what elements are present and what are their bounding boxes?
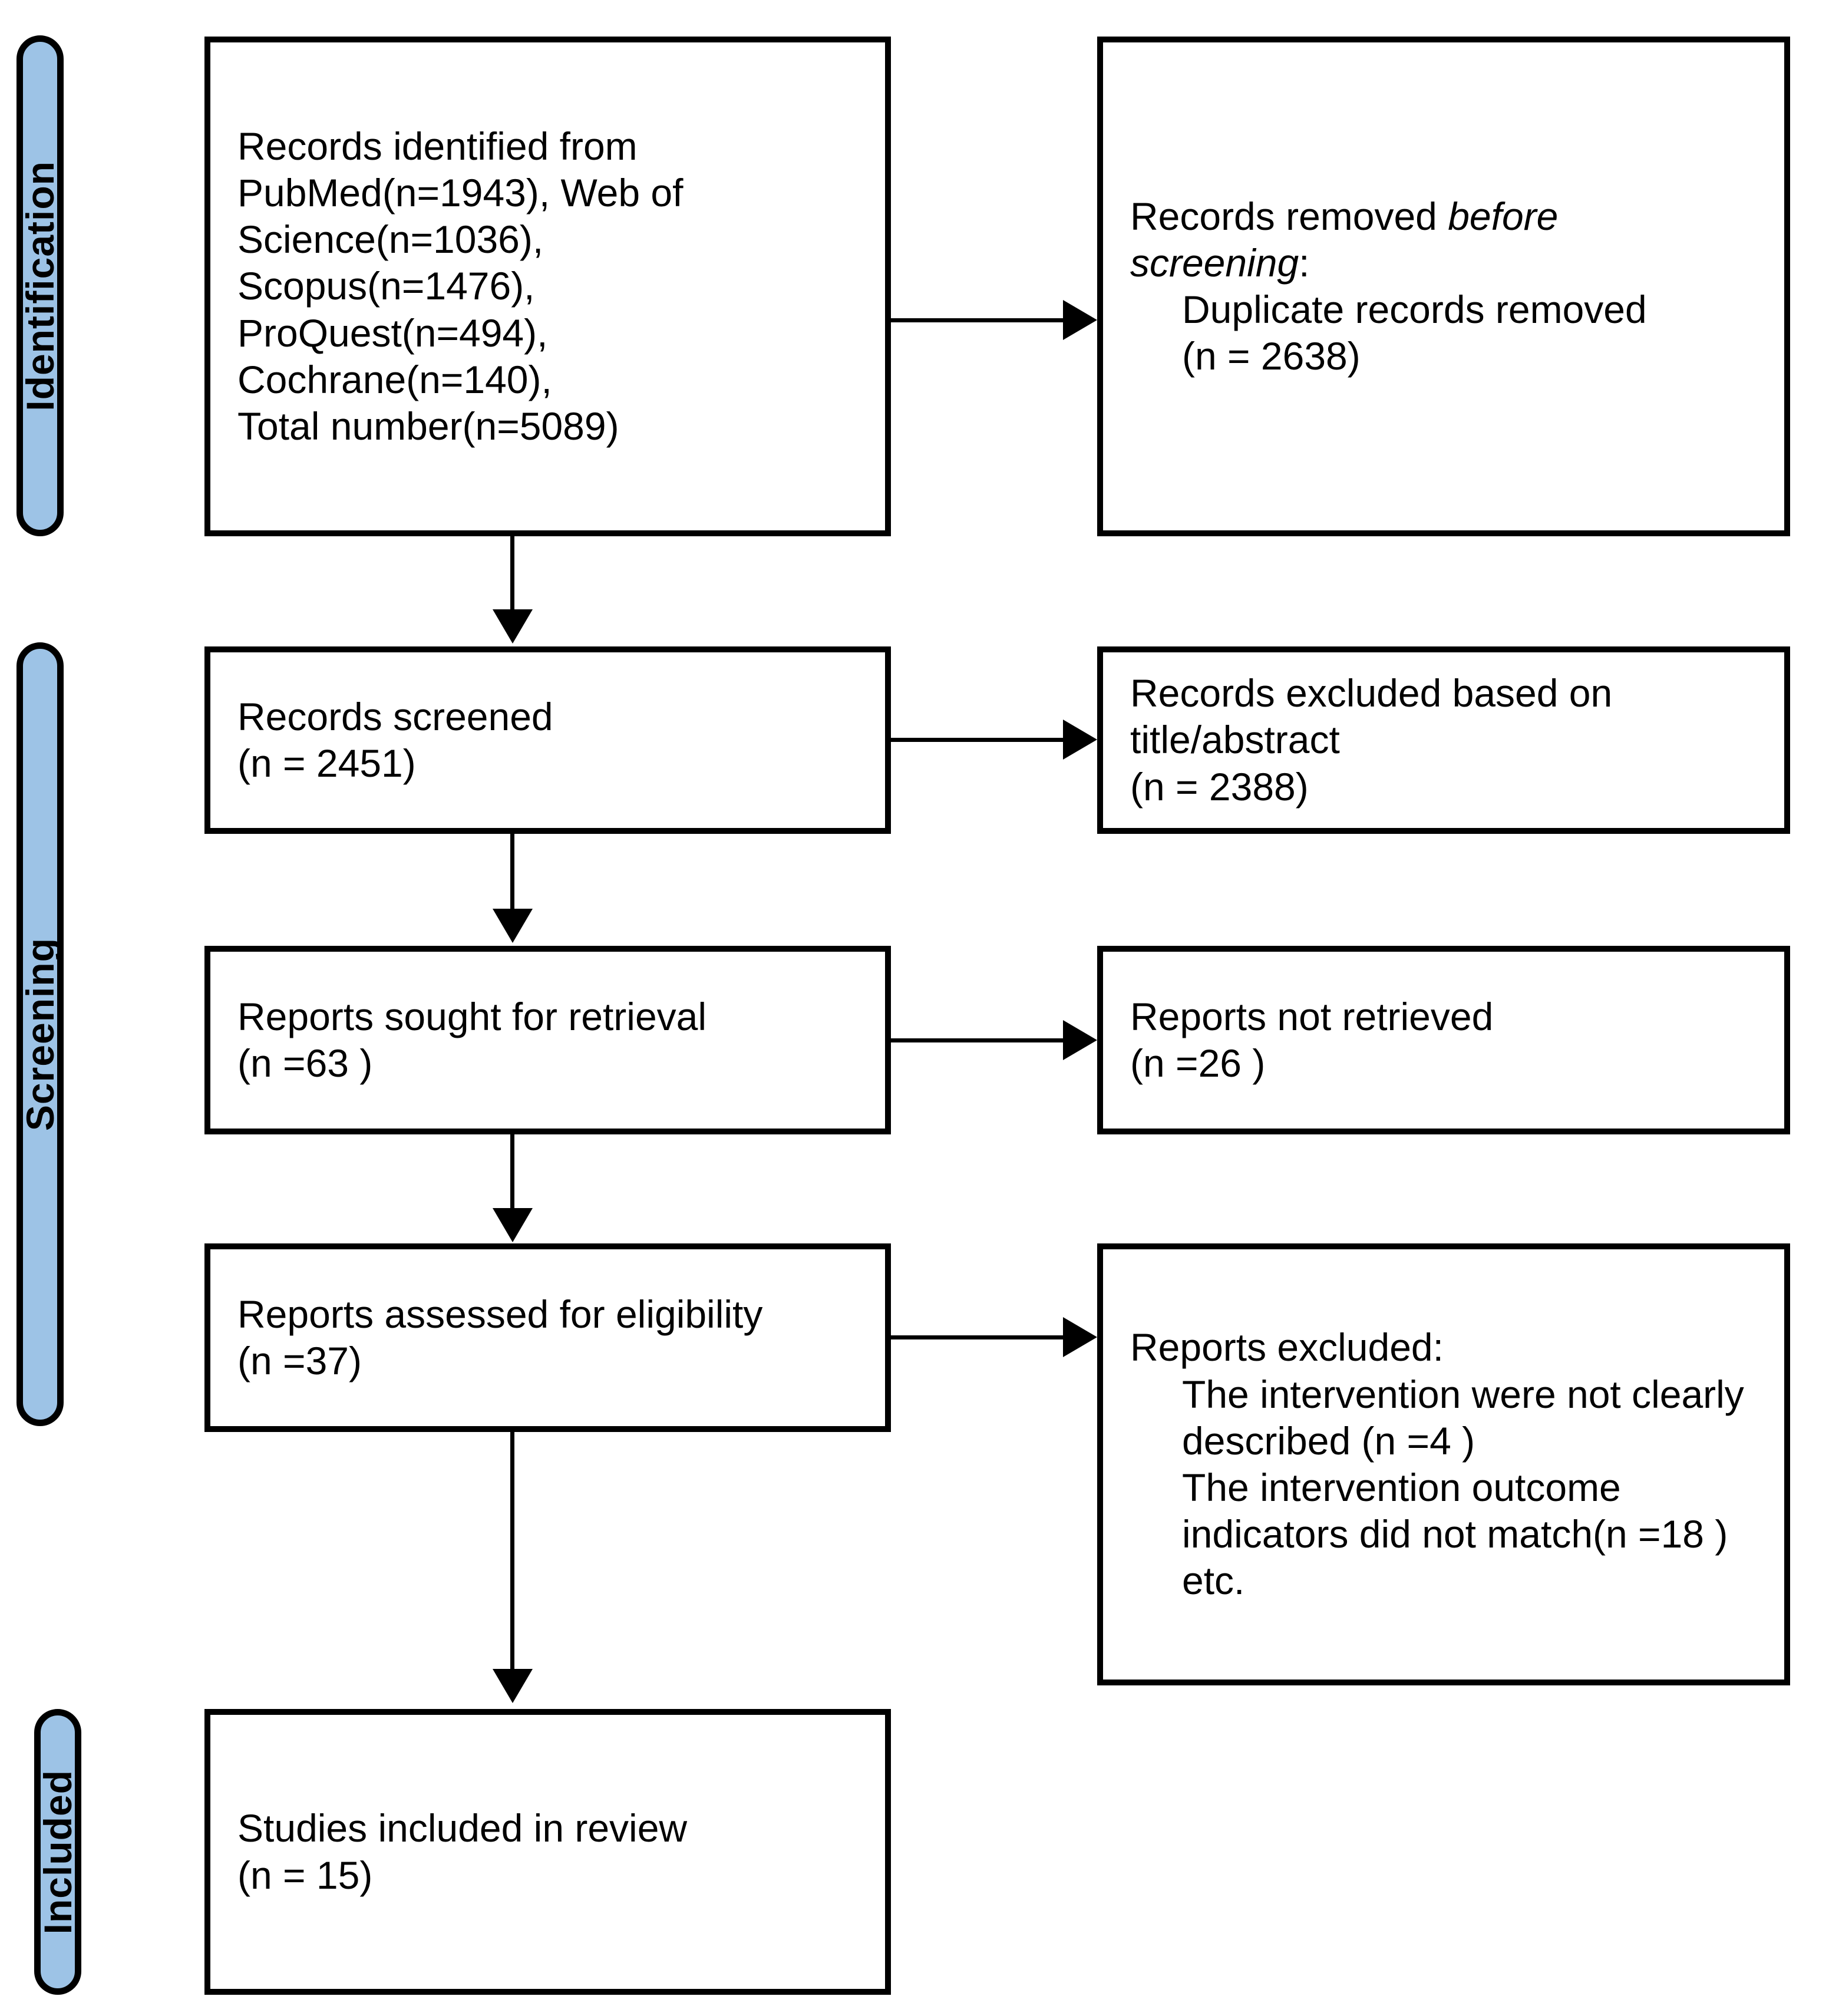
line-records-identified-0: Records identified from <box>237 124 638 168</box>
connector-line <box>510 536 514 613</box>
arrow-down-icon <box>493 1669 533 1703</box>
line-reports-excluded-heading: Reports excluded: <box>1130 1325 1444 1370</box>
box-reports-assessed-text: Reports assessed for eligibility(n =37) <box>210 1291 885 1384</box>
box-reports-not-retrieved: Reports not retrieved(n =26 ) <box>1097 946 1790 1134</box>
arrow-right-icon <box>1063 1317 1097 1357</box>
line-reports-sought-0: Reports sought for retrieval <box>237 994 707 1038</box>
line-records-removed-italic1: before <box>1448 194 1559 238</box>
line-reports-assessed-0: Reports assessed for eligibility <box>237 1292 763 1336</box>
connector-line <box>510 1134 514 1211</box>
box-reports-sought: Reports sought for retrieval(n =63 ) <box>204 946 891 1134</box>
line-records-removed-indent1: Duplicate records removed <box>1182 288 1647 331</box>
stage-label-screening: Screening <box>18 937 62 1131</box>
line-records-identified-3: Scopus(n=1476), <box>237 264 535 308</box>
box-records-screened-text: Records screened(n = 2451) <box>210 694 885 787</box>
box-records-removed: Records removed before screening:Duplicat… <box>1097 37 1790 536</box>
stage-bar-screening: Screening <box>16 642 64 1426</box>
box-reports-excluded: Reports excluded:The intervention were n… <box>1097 1243 1790 1685</box>
stage-label-identification: Identification <box>18 160 62 411</box>
arrow-right-icon <box>1063 300 1097 340</box>
line-records-removed-plain2: : <box>1299 240 1310 285</box>
connector-line <box>891 318 1068 322</box>
line-reports-sought-1: (n =63 ) <box>237 1041 373 1085</box>
line-records-removed-plain1: Records removed <box>1130 194 1448 238</box>
arrow-down-icon <box>493 609 533 644</box>
line-records-excluded-0: Records excluded based on <box>1130 671 1613 715</box>
stage-bar-identification: Identification <box>16 35 64 536</box>
line-records-removed-indent2: (n = 2638) <box>1182 334 1361 378</box>
stage-label-included: Included <box>36 1769 80 1935</box>
line-records-removed-italic2: screening <box>1130 240 1299 285</box>
line-records-screened-0: Records screened <box>237 694 553 738</box>
line-reports-not-retrieved-1: (n =26 ) <box>1130 1041 1266 1085</box>
line-reports-assessed-1: (n =37) <box>237 1339 362 1383</box>
connector-line <box>891 1038 1068 1042</box>
stage-bar-included: Included <box>34 1709 81 1995</box>
line-reports-excluded-reason-0: The intervention were not clearly descri… <box>1182 1372 1755 1463</box>
box-records-removed-text: Records removed before screening:Duplicat… <box>1103 193 1784 380</box>
line-reports-excluded-reason-1: The intervention outcome indicators did … <box>1182 1466 1728 1556</box>
line-records-identified-2: Science(n=1036), <box>237 217 544 262</box>
line-records-identified-4: ProQuest(n=494), <box>237 311 548 355</box>
box-records-screened: Records screened(n = 2451) <box>204 646 891 834</box>
connector-line <box>510 1432 514 1671</box>
box-studies-included-text: Studies included in review(n = 15) <box>210 1805 885 1898</box>
line-studies-included-1: (n = 15) <box>237 1853 373 1897</box>
line-records-identified-1: PubMed(n=1943), Web of <box>237 171 684 215</box>
connector-line <box>891 1335 1068 1339</box>
arrow-down-icon <box>493 1208 533 1242</box>
connector-line <box>510 834 514 910</box>
box-reports-assessed: Reports assessed for eligibility(n =37) <box>204 1243 891 1432</box>
box-studies-included: Studies included in review(n = 15) <box>204 1709 891 1995</box>
box-reports-excluded-text: Reports excluded:The intervention were n… <box>1103 1324 1784 1604</box>
box-reports-not-retrieved-text: Reports not retrieved(n =26 ) <box>1103 994 1784 1087</box>
line-studies-included-0: Studies included in review <box>237 1806 688 1850</box>
arrow-down-icon <box>493 909 533 943</box>
line-records-excluded-2: (n = 2388) <box>1130 764 1309 809</box>
line-records-identified-5: Cochrane(n=140), <box>237 357 552 401</box>
line-records-screened-1: (n = 2451) <box>237 741 416 785</box>
arrow-right-icon <box>1063 1020 1097 1060</box>
connector-line <box>891 738 1068 742</box>
box-reports-sought-text: Reports sought for retrieval(n =63 ) <box>210 994 885 1087</box>
line-reports-not-retrieved-0: Reports not retrieved <box>1130 994 1494 1038</box>
arrow-right-icon <box>1063 720 1097 760</box>
line-records-excluded-1: title/abstract <box>1130 718 1340 762</box>
line-reports-excluded-reason-2: etc. <box>1182 1559 1245 1603</box>
line-records-identified-6: Total number(n=5089) <box>237 404 619 448</box>
